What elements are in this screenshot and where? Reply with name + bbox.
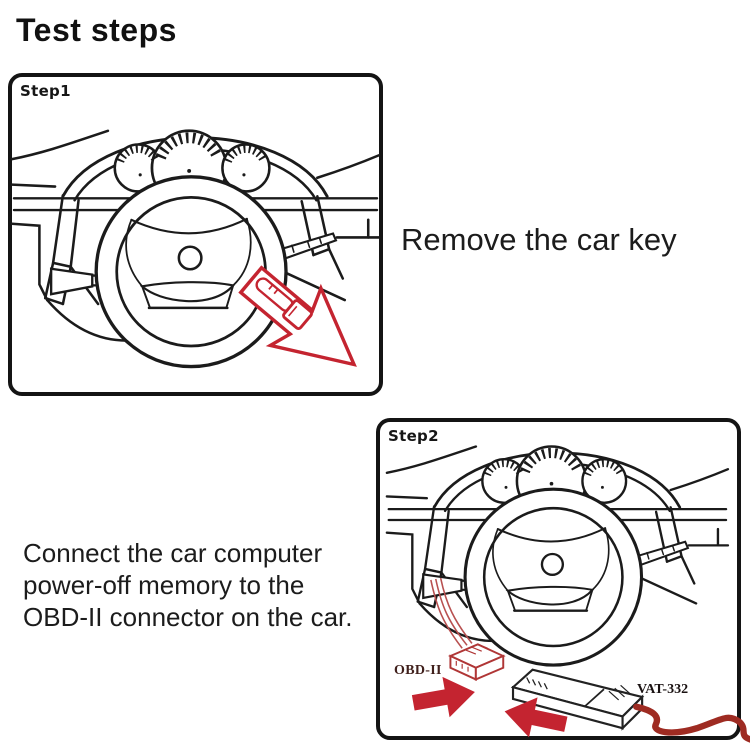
step2-label: Step2 xyxy=(388,427,439,445)
arrow-right-icon xyxy=(411,676,475,718)
step2-caption-line3: OBD-II connector on the car. xyxy=(23,602,353,632)
step2-panel: Step2 OBD-II VAT-332 xyxy=(376,418,750,743)
step1-label: Step1 xyxy=(20,82,71,100)
obd-connector-icon xyxy=(448,643,506,681)
step1-panel: Step1 xyxy=(8,73,383,396)
car-dashboard-icon xyxy=(387,447,728,666)
step2-caption-line2: power-off memory to the xyxy=(23,570,305,600)
obd-connector-label: OBD-II xyxy=(394,663,442,678)
vat-332-device-icon xyxy=(510,668,645,731)
step2-caption: Connect the car computer power-off memor… xyxy=(23,537,353,633)
step2-dashboard-illustration xyxy=(380,422,750,743)
arrow-down-right-icon xyxy=(238,265,357,367)
car-key-icon xyxy=(255,277,313,331)
step2-caption-line1: Connect the car computer xyxy=(23,538,323,568)
vat-332-device-label: VAT-332 xyxy=(637,682,689,697)
obd-wires-icon xyxy=(430,577,473,649)
step1-dashboard-illustration xyxy=(12,77,379,392)
arrow-left-icon xyxy=(504,697,568,738)
device-cable-icon xyxy=(633,703,750,743)
page-title: Test steps xyxy=(16,12,177,48)
step1-caption: Remove the car key xyxy=(401,222,677,257)
